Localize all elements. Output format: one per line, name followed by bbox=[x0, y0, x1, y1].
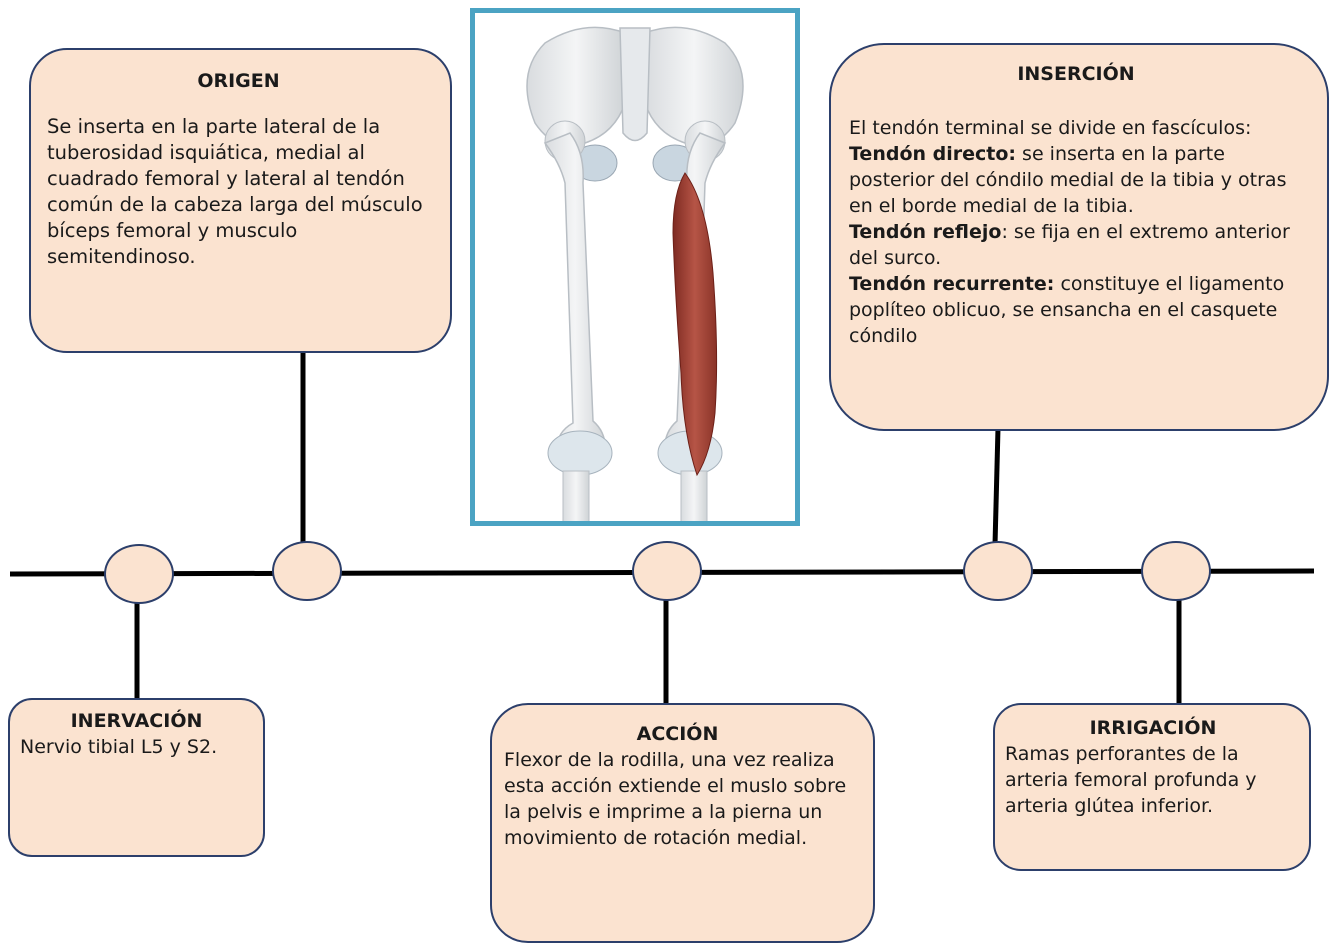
irrigacion-title: IRRIGACIÓN bbox=[1005, 715, 1301, 741]
inervacion-title: INERVACIÓN bbox=[20, 708, 253, 734]
insercion-title: INSERCIÓN bbox=[849, 61, 1303, 87]
right-tibia bbox=[681, 471, 707, 521]
inervacion-text: Nervio tibial L5 y S2. bbox=[20, 734, 253, 760]
insercion-item-directo: Tendón directo: se inserta en la parte p… bbox=[849, 141, 1303, 219]
insercion-item-label: Tendón directo: bbox=[849, 143, 1016, 165]
insercion-item-reflejo: Tendón reflejo: se fija en el extremo an… bbox=[849, 219, 1303, 271]
timeline-node-insercion bbox=[963, 541, 1033, 601]
irrigacion-box: IRRIGACIÓN Ramas perforantes de la arter… bbox=[993, 703, 1311, 871]
insercion-item-label: Tendón recurrente: bbox=[849, 273, 1054, 295]
origen-text: Se inserta en la parte lateral de la tub… bbox=[47, 114, 430, 270]
timeline-node-irrigacion bbox=[1141, 541, 1211, 601]
inervacion-box: INERVACIÓN Nervio tibial L5 y S2. bbox=[8, 698, 265, 857]
anatomy-image-frame bbox=[470, 8, 800, 526]
timeline-node-origen bbox=[272, 541, 342, 601]
left-knee bbox=[548, 431, 612, 475]
anatomy-illustration bbox=[475, 13, 795, 521]
insercion-intro: El tendón terminal se divide en fascícul… bbox=[849, 115, 1303, 141]
connector-insercion bbox=[995, 428, 998, 545]
accion-title: ACCIÓN bbox=[504, 721, 851, 747]
timeline-node-inervacion bbox=[104, 544, 174, 604]
insercion-item-label: Tendón reflejo bbox=[849, 221, 1001, 243]
origen-box: ORIGEN Se inserta en la parte lateral de… bbox=[29, 48, 452, 353]
irrigacion-text: Ramas perforantes de la arteria femoral … bbox=[1005, 741, 1301, 819]
origen-title: ORIGEN bbox=[47, 68, 430, 94]
insercion-box: INSERCIÓN El tendón terminal se divide e… bbox=[829, 43, 1329, 431]
left-tibia bbox=[563, 471, 589, 521]
insercion-item-recurrente: Tendón recurrente: constituye el ligamen… bbox=[849, 271, 1303, 349]
accion-text: Flexor de la rodilla, una vez realiza es… bbox=[504, 747, 851, 851]
accion-box: ACCIÓN Flexor de la rodilla, una vez rea… bbox=[490, 703, 875, 943]
timeline-node-accion bbox=[632, 541, 702, 601]
